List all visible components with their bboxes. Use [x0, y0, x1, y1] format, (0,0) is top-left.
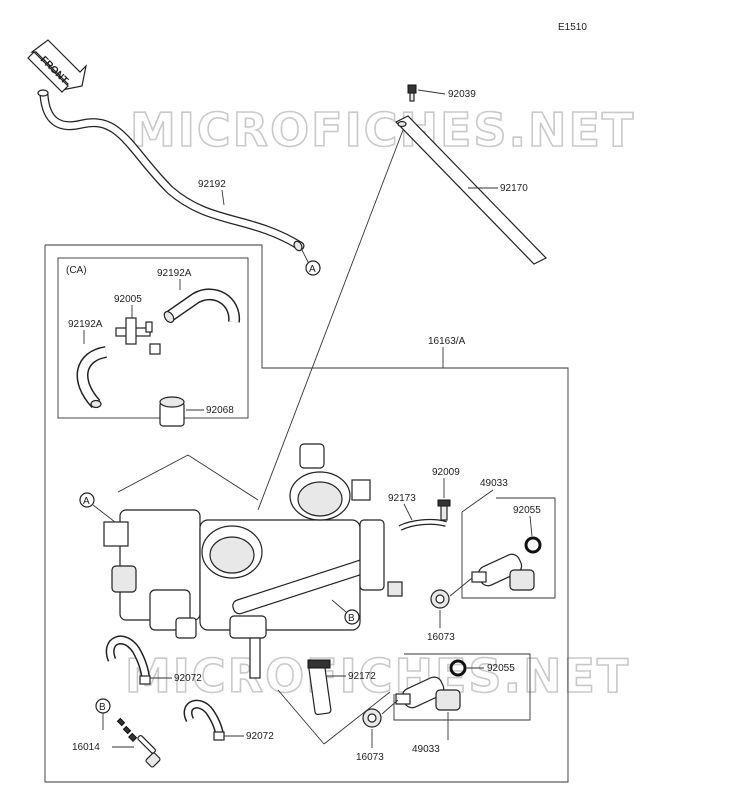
- label-92072-top: 92072: [174, 673, 202, 684]
- hose-92192A-top: [163, 288, 241, 324]
- ref-b-body: B: [348, 613, 355, 624]
- label-92055-top: 92055: [513, 505, 541, 516]
- label-92039: 92039: [448, 89, 476, 100]
- injector-49033-top: [471, 553, 535, 591]
- injector-box-top: [461, 497, 556, 599]
- label-92068: 92068: [206, 405, 234, 416]
- label-49033-bottom: 49033: [412, 744, 440, 755]
- label-16073-bottom: 16073: [356, 752, 384, 763]
- label-92072-bottom: 92072: [246, 731, 274, 742]
- label-92170: 92170: [500, 183, 528, 194]
- bolt-92039: [407, 84, 417, 102]
- throttle-body-assembly: [103, 443, 403, 679]
- o-ring-92055-bottom: [449, 659, 467, 677]
- band-92072-bottom: [183, 699, 225, 741]
- label-16073-top: 16073: [427, 632, 455, 643]
- label-16163: 16163/A: [428, 336, 466, 347]
- label-92192: 92192: [198, 179, 226, 190]
- label-92192A-left: 92192A: [68, 319, 103, 330]
- hose-92192A-left: [76, 346, 108, 409]
- label-92173: 92173: [388, 493, 416, 504]
- ref-a-circle-top: [305, 260, 321, 276]
- ref-b-circle-body: [344, 609, 360, 625]
- injector-49033-bottom: [395, 676, 461, 711]
- injector-box-bottom: [393, 653, 531, 721]
- ref-a-circle-body: [79, 492, 95, 508]
- label-92192A-top: 92192A: [157, 268, 192, 279]
- clamp-92173: [398, 518, 447, 531]
- valve-kit-16014: [116, 717, 161, 768]
- watermark-bottom: MICROFICHES.NET: [125, 649, 630, 703]
- strap-92170: [394, 115, 548, 265]
- label-92172: 92172: [348, 671, 376, 682]
- joint-92005: [115, 317, 161, 355]
- o-ring-92055-top: [524, 536, 542, 554]
- hose-92192: [37, 89, 305, 252]
- band-92072-top: [105, 635, 151, 685]
- watermark-top: MICROFICHES.NET: [130, 103, 635, 157]
- assembly-frame: [44, 244, 569, 783]
- front-arrow-icon: FRONT: [27, 39, 87, 93]
- ref-a-body: A: [83, 496, 90, 507]
- ca-label: (CA): [66, 265, 87, 276]
- ca-inset-frame: [57, 257, 249, 419]
- diagram-code: E1510: [558, 22, 587, 33]
- screw-92009: [437, 499, 451, 521]
- cap-92068: [159, 396, 185, 427]
- label-16014: 16014: [72, 742, 100, 753]
- label-92055-bottom: 92055: [487, 663, 515, 674]
- label-92009: 92009: [432, 467, 460, 478]
- ref-a-top: A: [309, 264, 316, 275]
- label-49033-top: 49033: [480, 478, 508, 489]
- label-92005: 92005: [114, 294, 142, 305]
- ref-b-kit: B: [99, 702, 106, 713]
- screw-92172: [307, 659, 332, 716]
